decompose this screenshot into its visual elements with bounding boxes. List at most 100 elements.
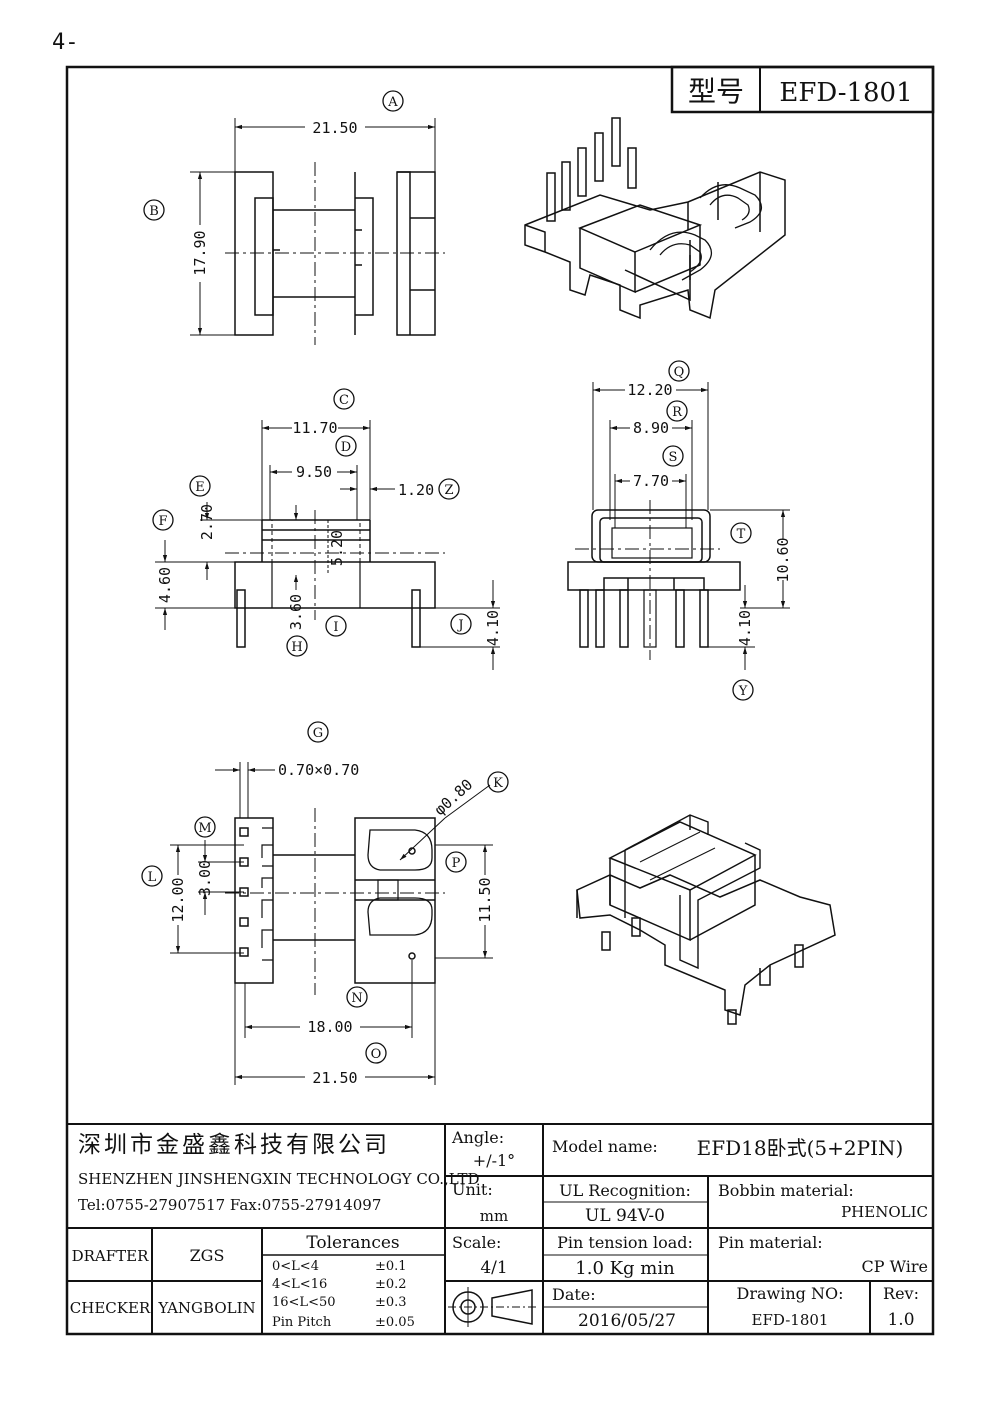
callout-letter-q: Q [674,365,685,380]
callout-letter-d: D [341,440,351,455]
drawing-no-value: EFD-1801 [752,1311,829,1329]
unit-label: Unit: [452,1180,493,1199]
dim-z-value: 1.20 [398,481,434,499]
callout-circle-l [141,865,163,887]
tolerance-range-4: Pin Pitch [272,1315,332,1330]
bottom-view [170,762,493,1085]
callout-circle-h [286,635,308,657]
top-view [190,118,445,345]
rev-value: 1.0 [887,1310,914,1330]
callout-circle-o [365,1042,387,1064]
model-box-value: EFD-1801 [779,78,912,108]
callout-letter-h: H [291,640,302,655]
dim-d-value: 9.50 [296,463,332,481]
angle-value: +/-1° [473,1151,515,1170]
callout-letter-l: L [148,870,157,885]
dim-b-value: 17.90 [191,230,209,275]
drafter-value: ZGS [190,1246,225,1265]
callout-circle-i [325,615,347,637]
tolerance-value-2: ±0.2 [375,1277,407,1292]
tolerance-value-1: ±0.1 [375,1259,407,1274]
tolerance-value-3: ±0.3 [375,1295,407,1310]
callout-circle-f [152,509,174,531]
dim-y-value: 4.10 [736,610,754,646]
rev-label: Rev: [883,1284,919,1303]
scale-label: Scale: [452,1233,501,1252]
callout-letter-e: E [195,480,205,495]
callout-letter-i: I [333,620,338,635]
dim-n-value: 18.00 [307,1018,352,1036]
angle-label: Angle: [451,1128,504,1147]
date-value: 2016/05/27 [578,1311,676,1331]
callout-letter-c: C [339,393,349,408]
callout-letter-r: R [672,405,683,420]
dim-f-value: 4.60 [156,567,174,603]
bobbin-material-label: Bobbin material: [718,1181,854,1200]
drafter-label: DRAFTER [72,1247,150,1265]
company-name-en: SHENZHEN JINSHENGXIN TECHNOLOGY CO.,LTD [78,1170,480,1188]
pin-material-label: Pin material: [718,1233,823,1252]
dim-o-value: 21.50 [312,1069,357,1087]
page-number: 4- [52,30,79,55]
pin-tension-value: 1.0 Kg min [575,1258,675,1279]
company-contact: Tel:0755-27907517 Fax:0755-27914097 [78,1196,381,1214]
dim-l-value: 12.00 [169,877,187,922]
model-name-label: Model name: [552,1137,658,1156]
dim-h-value: 3.60 [287,594,305,630]
callout-letter-b: B [149,204,159,219]
callout-circle-e [189,475,211,497]
callout-letter-a: A [387,95,398,110]
callout-letter-g: G [313,726,323,741]
isometric-view-pins-up [524,117,786,320]
drawing-no-label: Drawing NO: [737,1284,844,1303]
company-name-cn: 深圳市金盛鑫科技有限公司 [78,1132,390,1158]
dim-q-value: 12.20 [627,381,672,399]
model-box-label: 型号 [688,75,744,108]
model-box: 型号 EFD-1801 [670,65,935,114]
dim-p-value: 11.50 [476,877,494,922]
tolerance-range-2: 4<L<16 [272,1277,327,1292]
bobbin-material-value: PHENOLIC [841,1203,928,1221]
dim-j-value: 4.10 [484,610,502,646]
pin-material-value: CP Wire [862,1257,929,1276]
callout-letter-p: P [452,856,461,871]
dim-a-value: 21.50 [312,119,357,137]
callout-letter-m: M [198,821,211,836]
callout-circle-r [666,400,688,422]
side-view [567,382,790,670]
callout-letter-n: N [351,991,362,1006]
dim-g-value: 0.70×0.70 [278,761,359,779]
callout-letter-f: F [158,514,167,529]
callout-circle-n [346,986,368,1008]
checker-label: CHECKER [70,1299,151,1317]
dim-r-value: 8.90 [633,419,669,437]
checker-value: YANGBOLIN [157,1299,255,1317]
callout-circle-y [732,679,754,701]
scale-value: 4/1 [480,1258,507,1278]
tolerances-label: Tolerances [306,1233,399,1253]
callout-circle-m [194,816,216,838]
tolerance-range-1: 0<L<4 [272,1259,319,1274]
callout-circle-z [438,478,460,500]
callout-circle-j [450,613,472,635]
callout-letter-j: J [456,618,463,633]
date-label: Date: [552,1285,596,1304]
model-name-value: EFD18卧式(5+2PIN) [697,1136,904,1160]
unit-value: mm [480,1207,508,1225]
title-block [67,1123,933,1334]
callout-circle-b [143,199,165,221]
drawing-frame [65,65,935,1336]
callout-letter-k: K [493,776,503,791]
callout-circle-t [730,522,752,544]
callout-letter-z: Z [444,483,453,498]
tolerance-value-4: ±0.05 [375,1315,415,1330]
callout-circle-p [445,851,467,873]
callout-circle-g [307,721,329,743]
ul-recognition-value: UL 94V-0 [585,1206,665,1226]
dim-s-value: 7.70 [633,472,669,490]
callout-circle-d [335,435,357,457]
callout-circle-k [487,771,509,793]
front-view [155,420,500,670]
callout-letter-s: S [669,450,678,465]
